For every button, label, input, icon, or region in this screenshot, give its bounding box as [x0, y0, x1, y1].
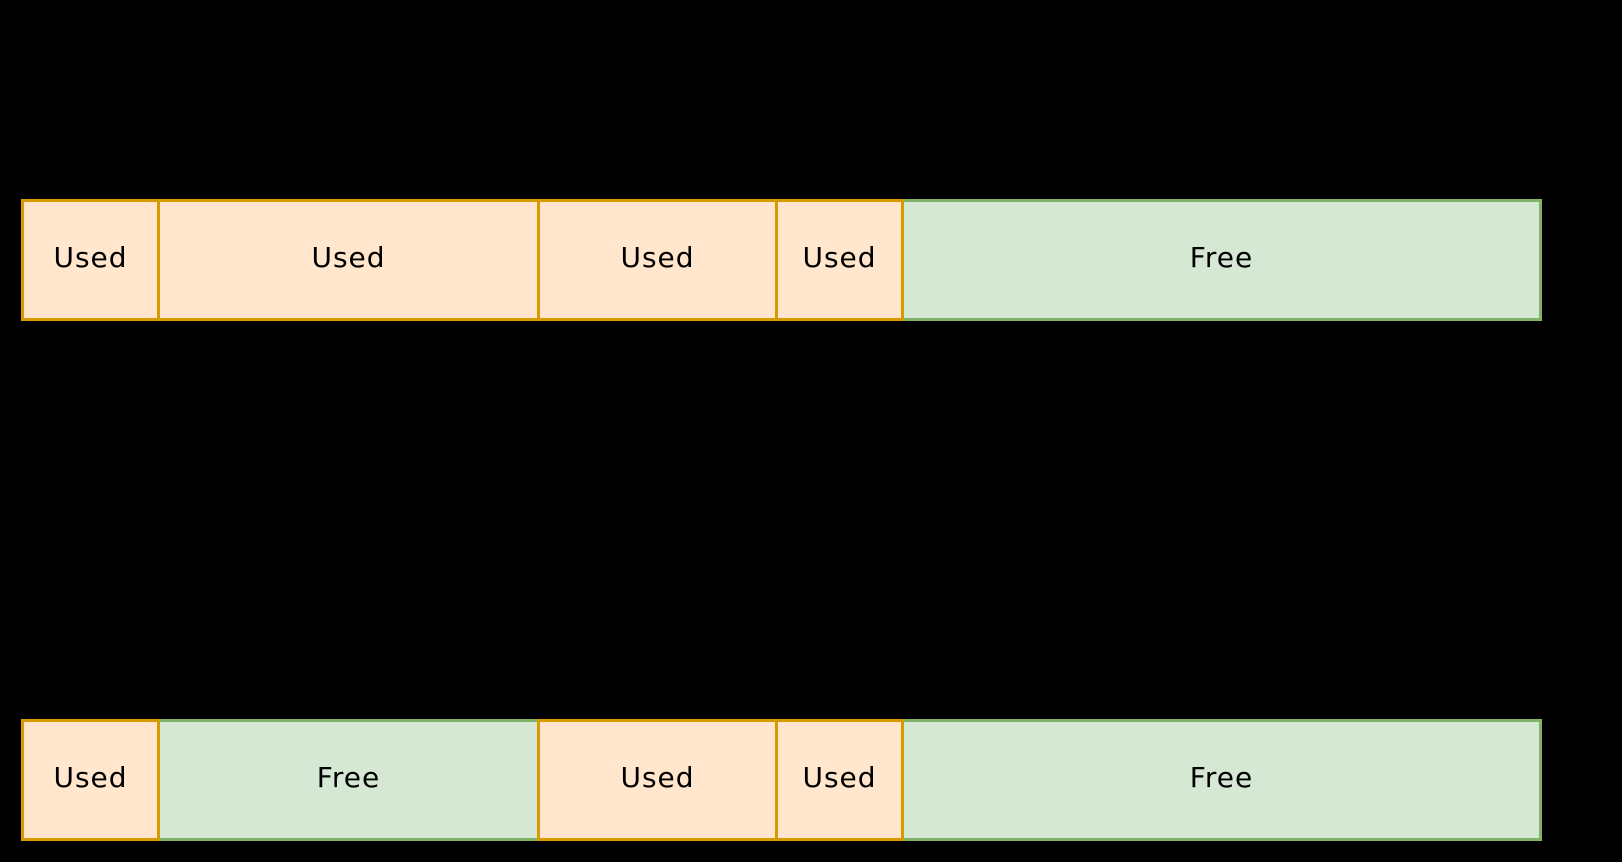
memory-block-used-3: Used [537, 199, 778, 321]
memory-block-used-2: Used [157, 199, 540, 321]
segment-label: Used [620, 241, 695, 274]
memory-block-used-1: Used [21, 199, 160, 321]
memory-block-free-2: Free [901, 719, 1542, 841]
segment-label: Used [802, 241, 877, 274]
segment-label: Free [316, 761, 381, 794]
memory-block-used-3: Used [775, 719, 904, 841]
segment-label: Free [1189, 761, 1254, 794]
memory-bar-top: Used Used Used Used Free [21, 199, 1542, 321]
memory-block-free-1: Free [901, 199, 1542, 321]
memory-block-used-2: Used [537, 719, 778, 841]
memory-block-used-4: Used [775, 199, 904, 321]
segment-label: Used [53, 761, 128, 794]
segment-label: Used [802, 761, 877, 794]
memory-block-used-1: Used [21, 719, 160, 841]
segment-label: Free [1189, 241, 1254, 274]
segment-label: Used [53, 241, 128, 274]
memory-block-free-1: Free [157, 719, 540, 841]
segment-label: Used [620, 761, 695, 794]
segment-label: Used [311, 241, 386, 274]
memory-bar-bottom: Used Free Used Used Free [21, 719, 1542, 841]
